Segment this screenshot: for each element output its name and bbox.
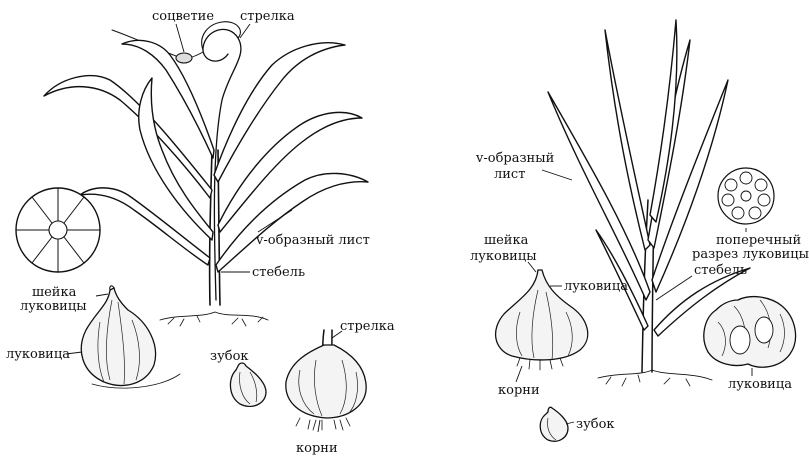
label-cross-section-1: поперечный [716, 233, 801, 248]
left-clove [230, 363, 266, 406]
left-bulb [81, 286, 180, 388]
label-bulb-neck-right-1: шейка [484, 233, 529, 248]
right-bulb-right [704, 297, 796, 368]
label-v-leaf-right-1: v-образный [475, 151, 554, 166]
label-stem-right: стебель [694, 263, 747, 278]
label-bulb-neck-left-1: шейка [32, 285, 77, 300]
label-clove-left: зубок [210, 349, 249, 364]
label-roots-left: корни [296, 441, 338, 456]
label-scape-top: стрелка [240, 9, 295, 24]
label-bulb-left: луковица [6, 347, 70, 362]
label-scape-bulb: стрелка [340, 319, 395, 334]
left-plant [44, 22, 368, 326]
right-cross-section [718, 168, 774, 224]
label-clove-right: зубок [576, 417, 615, 432]
label-bulb-right-left: луковица [564, 279, 628, 294]
label-v-leaf-right-2: лист [494, 167, 525, 182]
label-cross-section-2: разрез луковицы [692, 247, 809, 262]
label-bulb-neck-left-2: луковицы [20, 299, 87, 314]
right-clove [540, 407, 568, 441]
label-roots-right: корни [498, 383, 540, 398]
label-inflorescence: соцветие [152, 9, 214, 24]
label-bulb-neck-right-2: луковицы [470, 249, 537, 264]
inflorescence-bud [176, 53, 192, 63]
label-v-leaf-left: v-образный лист [255, 233, 370, 248]
left-cross-section [16, 188, 100, 272]
label-bulb-right-right: луковица [728, 377, 792, 392]
label-stem-left: стебель [252, 265, 305, 280]
left-scape-bulb [286, 330, 366, 430]
